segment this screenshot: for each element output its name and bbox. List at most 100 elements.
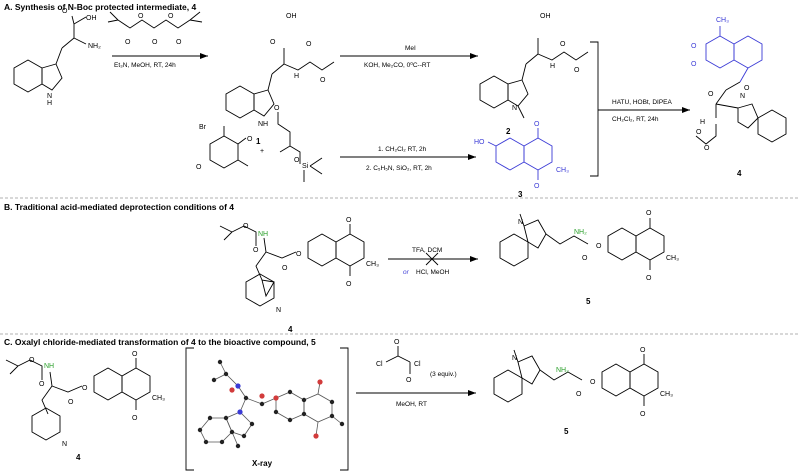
svg-text:O: O [274,105,280,112]
svg-text:N: N [740,93,745,100]
svg-text:O: O [640,347,646,354]
svg-text:H: H [47,100,52,107]
svg-text:O: O [346,217,352,224]
step2-reagent: MeI [405,45,416,52]
svg-text:O: O [646,275,652,282]
svg-text:NH: NH [258,121,268,128]
svg-text:N: N [512,355,517,362]
svg-text:O: O [125,39,131,46]
svg-text:N: N [62,441,67,448]
equiv-label: (3 equiv.) [430,371,457,378]
svg-text:CH₃: CH₃ [666,255,679,262]
svg-text:H: H [550,63,555,70]
svg-text:O: O [132,351,138,358]
svg-text:O: O [346,281,352,288]
svg-text:NH: NH [258,231,268,238]
svg-text:OH: OH [286,13,297,20]
svg-text:O: O [744,85,750,92]
svg-text:O: O [306,41,312,48]
compound-5-structure-b: N NH₂ O O O O CH₃ [499,210,679,282]
compound-4-label-b: 4 [288,325,293,334]
svg-text:N: N [512,105,517,112]
svg-text:NH₂: NH₂ [556,367,569,374]
compound-1-structure: O OH H O O NH [225,13,335,128]
svg-text:CH₃: CH₃ [660,391,673,398]
boc-anhydride-structure: O O O O O [107,11,203,46]
or-label: or [403,269,410,276]
compound-4-structure-c: O O NH O O O O CH₃ N [5,351,165,448]
svg-text:NH: NH [44,363,54,370]
svg-text:O: O [282,265,288,272]
acid-reagent-2: HCl, MeOH [416,269,450,276]
svg-text:O: O [574,67,580,74]
svg-text:O: O [576,391,582,398]
svg-text:CH₃: CH₃ [556,167,569,174]
svg-text:O: O [691,61,697,68]
svg-text:O: O [394,339,400,346]
compound-3-label: 3 [518,190,523,199]
svg-text:CH₃: CH₃ [152,395,165,402]
xray-label: X-ray [252,459,273,468]
svg-text:Si: Si [302,163,309,170]
svg-text:O: O [152,39,158,46]
svg-text:O: O [253,247,259,254]
svg-text:N: N [47,93,52,100]
svg-text:O: O [560,41,566,48]
compound-5-label-c: 5 [564,427,569,436]
svg-text:O: O [68,399,74,406]
svg-text:N: N [518,219,523,226]
bracket [590,41,599,177]
svg-text:O: O [296,251,302,258]
oxalyl-conditions: MeOH, RT [396,401,427,408]
svg-text:O: O [247,136,253,143]
svg-text:OH: OH [86,15,97,22]
svg-text:O: O [582,255,588,262]
svg-text:O: O [320,77,326,84]
svg-text:HO: HO [474,139,485,146]
compound-4-structure-a: CH₃ O O O O N H O O [691,17,787,152]
svg-text:Cl: Cl [376,361,383,368]
svg-text:NH₂: NH₂ [88,43,101,50]
svg-text:O: O [62,8,68,15]
coupling-reagents: HATU, HOBt, DIPEA [612,99,672,106]
svg-text:H: H [700,119,705,126]
svg-text:CH₃: CH₃ [366,261,379,268]
section-c-title: C. Oxalyl chloride-mediated transformati… [4,337,316,347]
svg-text:CH₃: CH₃ [716,17,729,24]
svg-text:O: O [243,223,249,230]
compound-1-label: 1 [256,137,261,146]
coupling-conditions: CH₂Cl₂, RT, 24h [612,116,659,123]
svg-text:O: O [132,415,138,422]
compound-2-structure: N OH H O O [479,13,589,119]
bromoquinone-structure: Br O O [196,124,253,171]
svg-text:O: O [696,129,702,136]
step1-conditions: Et₃N, MeOH, RT, 24h [114,62,176,69]
svg-text:O: O [708,91,714,98]
diene-structure: O O Si [274,105,323,182]
compound-4-label-a: 4 [737,169,742,178]
svg-text:O: O [691,43,697,50]
plus-sign: + [260,148,264,155]
svg-text:O: O [534,183,540,190]
section-a-title: A. Synthesis of N-Boc protected intermed… [4,2,197,12]
svg-text:O: O [196,164,202,171]
step2-conditions: KOH, Me₂CO, 0⁰C--RT [364,61,430,69]
svg-text:O: O [138,13,144,20]
compound-4-structure-b: O O NH O O O O CH₃ N [219,217,379,314]
compound-5-label-b: 5 [586,297,591,306]
svg-text:Cl: Cl [414,361,421,368]
step3-conditions-1: 1. CH₂Cl₂ RT, 2h [378,146,427,153]
svg-text:O: O [596,243,602,250]
svg-text:O: O [590,379,596,386]
svg-text:N: N [276,307,281,314]
compound-2-label: 2 [506,127,511,136]
acid-reagent-1: TFA, DCM [412,247,442,254]
compound-5-structure-c: N NH₂ O O O O CH₃ [493,347,673,418]
svg-text:H: H [294,73,299,80]
svg-text:O: O [39,381,45,388]
svg-text:Br: Br [199,124,207,131]
svg-text:O: O [270,39,276,46]
svg-text:O: O [406,377,412,384]
oxalyl-chloride-structure: Cl O O Cl [376,339,421,384]
